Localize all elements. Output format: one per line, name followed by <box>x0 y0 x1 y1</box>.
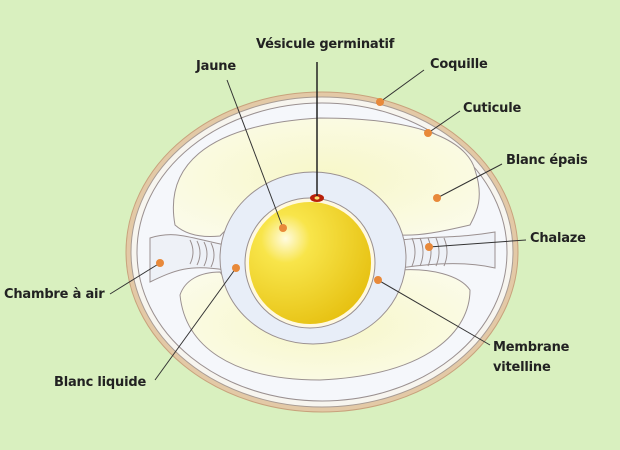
leader-lines <box>109 62 527 381</box>
label-chambre-a-air: Chambre à air <box>4 287 105 302</box>
chalazae <box>149 231 496 283</box>
label-chalaze: Chalaze <box>530 231 586 246</box>
label-blanc-epais: Blanc épais <box>506 153 588 168</box>
label-vitelline: vitelline <box>493 360 551 375</box>
germinal-vesicle-center <box>314 196 320 200</box>
label-vesicule-germinatif: Vésicule germinatif <box>256 37 395 52</box>
markers <box>156 98 441 284</box>
label-jaune: Jaune <box>196 59 236 74</box>
yolk-core <box>249 202 371 324</box>
label-coquille: Coquille <box>430 57 488 72</box>
label-blanc-liquide: Blanc liquide <box>54 375 147 390</box>
label-cuticule: Cuticule <box>463 101 522 116</box>
label-membrane: Membrane <box>493 340 570 355</box>
